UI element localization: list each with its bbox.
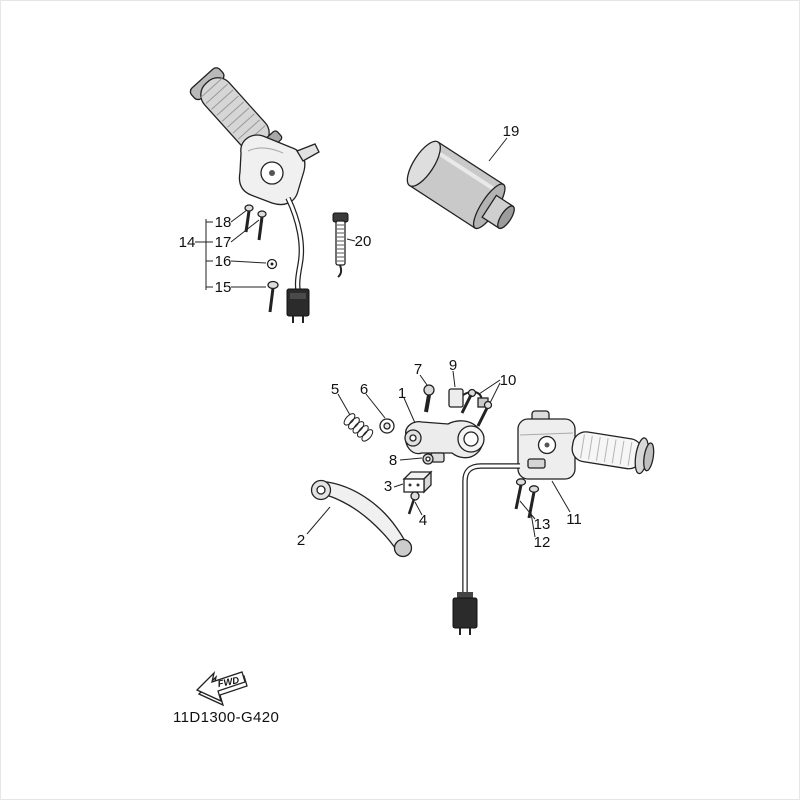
throttle-grip: [571, 431, 655, 475]
callout-label-5: 5: [331, 381, 339, 398]
block-screw-part: [407, 491, 420, 515]
callout-label-11: 11: [566, 511, 582, 528]
spring-part: [343, 413, 374, 442]
callout-label-6: 6: [360, 381, 368, 398]
fwd-arrow-icon: FWD: [195, 670, 248, 707]
cable-tie-part: [332, 212, 349, 278]
callout-label-13: 13: [534, 516, 551, 533]
callout-label-12: 12: [534, 534, 551, 551]
screw-17: [257, 210, 267, 218]
lever-switch-part: [448, 388, 489, 408]
callout-label-19: 19: [503, 123, 520, 140]
right-connector: [452, 597, 478, 629]
callout-label-9: 9: [449, 357, 457, 374]
fwd-label: FWD: [217, 675, 240, 690]
left-wire-harness: [285, 196, 310, 323]
screw-15: [267, 280, 279, 290]
left-mount-screws: [244, 204, 279, 313]
clutch-lever-part: [310, 479, 413, 558]
callout-label-16: 16: [215, 253, 232, 270]
callout-label-3: 3: [384, 478, 392, 495]
callout-label-15: 15: [215, 279, 232, 296]
clamp-screws-part: [460, 388, 493, 427]
screw-13: [515, 478, 527, 486]
leader-lines: [195, 137, 571, 538]
pivot-bolt-part: [423, 384, 435, 413]
callout-labels: 14 18 17 16 15 20 19 5 6 1 7 9 10 8 3 4 …: [179, 123, 582, 551]
lever-holder-part: [404, 420, 485, 463]
grip-cap-part: [406, 140, 515, 230]
right-wire-harness: [452, 463, 520, 635]
switch-block-part: [402, 470, 433, 494]
diagram-code: 11D1300-G420: [173, 709, 279, 726]
callout-label-20: 20: [355, 233, 372, 250]
left-switch-housing: [238, 134, 320, 206]
right-switch-housing: [517, 410, 576, 480]
pivot-nut-part: [422, 453, 434, 465]
callout-label-10: 10: [500, 372, 517, 389]
callout-label-1: 1: [398, 385, 406, 402]
callout-label-17: 17: [215, 234, 232, 251]
callout-label-4: 4: [419, 512, 427, 529]
right-mount-screws: [514, 478, 540, 519]
callout-label-8: 8: [389, 452, 397, 469]
adjuster-washer-part: [379, 418, 395, 434]
screw-12: [528, 485, 540, 493]
callout-label-2: 2: [297, 532, 305, 549]
callout-label-14: 14: [179, 234, 196, 251]
callout-label-18: 18: [215, 214, 232, 231]
callout-label-7: 7: [414, 361, 422, 378]
